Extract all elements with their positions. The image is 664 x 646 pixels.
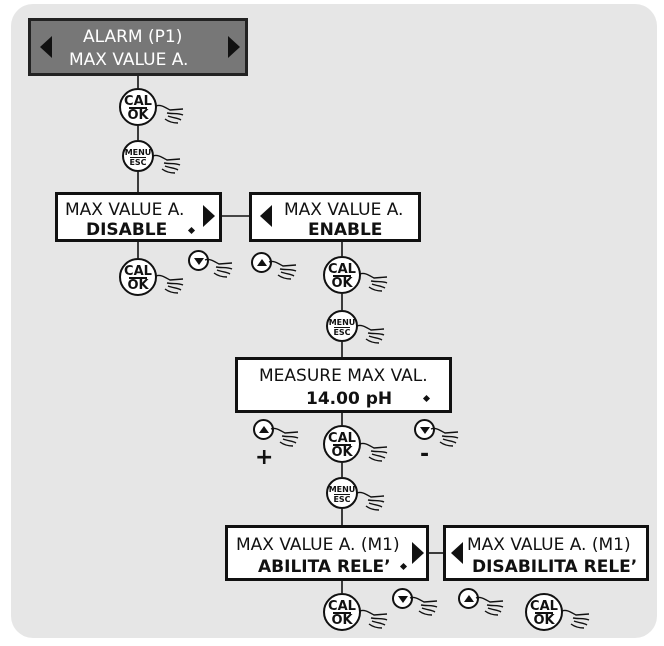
menu-esc-key[interactable]: MENU ESC <box>122 140 154 172</box>
down-arrow-key[interactable] <box>392 588 413 609</box>
down-arrow-icon <box>194 258 204 265</box>
ok-label: OK <box>127 108 149 123</box>
enable-screen: MAX VALUE A. ENABLE <box>249 192 421 242</box>
right-arrow-icon <box>203 205 215 227</box>
cal-ok-key[interactable]: CAL OK <box>119 88 157 126</box>
right-arrow-icon <box>228 36 240 58</box>
key-divider <box>333 444 351 446</box>
minus-sign: - <box>420 442 430 467</box>
key-divider <box>129 107 147 109</box>
down-arrow-icon <box>398 596 408 603</box>
up-arrow-icon <box>464 595 474 602</box>
cal-label: CAL <box>328 431 356 446</box>
pressing-hand-icon <box>204 258 233 278</box>
disabilita-screen-line2: DISABILITA RELE’ <box>472 557 638 577</box>
abilita-screen-line2: ABILITA RELE’ <box>258 557 391 577</box>
enable-screen-line1: MAX VALUE A. <box>284 200 404 220</box>
pressing-hand-icon <box>155 274 184 294</box>
ok-label: OK <box>331 276 353 291</box>
cal-label: CAL <box>530 599 558 614</box>
up-arrow-key[interactable] <box>458 588 479 609</box>
ok-label: OK <box>533 613 555 628</box>
key-divider <box>333 275 351 277</box>
pressing-hand-icon <box>356 324 385 344</box>
key-divider <box>333 612 351 614</box>
cursor-dot-icon <box>422 394 431 403</box>
key-divider <box>129 277 147 279</box>
pressing-hand-icon <box>359 609 388 629</box>
menu-esc-key[interactable]: MENU ESC <box>326 310 358 342</box>
alarm-screen-line2: MAX VALUE A. <box>69 50 189 70</box>
enable-screen-line2: ENABLE <box>308 220 383 240</box>
down-arrow-icon <box>420 427 430 434</box>
cal-ok-key[interactable]: CAL OK <box>323 593 361 631</box>
disabilita-rele-screen: MAX VALUE A. (M1) DISABILITA RELE’ <box>443 525 649 581</box>
abilita-screen-line1: MAX VALUE A. (M1) <box>236 535 400 555</box>
cal-ok-key[interactable]: CAL OK <box>525 593 563 631</box>
up-arrow-icon <box>259 426 269 433</box>
pressing-hand-icon <box>356 491 385 511</box>
up-arrow-key[interactable] <box>253 419 274 440</box>
measure-screen-line2: 14.00 pH <box>306 389 393 409</box>
pressing-hand-icon <box>359 442 388 462</box>
measure-screen-line1: MEASURE MAX VAL. <box>259 366 428 386</box>
disable-screen: MAX VALUE A. DISABLE <box>55 192 222 242</box>
measure-screen: MEASURE MAX VAL. 14.00 pH <box>235 357 452 413</box>
disable-screen-line2: DISABLE <box>86 220 168 240</box>
cal-ok-key[interactable]: CAL OK <box>323 256 361 294</box>
pressing-hand-icon <box>359 272 388 292</box>
abilita-rele-screen: MAX VALUE A. (M1) ABILITA RELE’ <box>225 525 429 581</box>
ok-label: OK <box>331 445 353 460</box>
key-divider <box>334 494 350 496</box>
cal-label: CAL <box>124 94 152 109</box>
menu-esc-key[interactable]: MENU ESC <box>326 477 358 509</box>
esc-label: ESC <box>333 495 351 504</box>
menu-label: MENU <box>124 148 152 157</box>
up-arrow-key[interactable] <box>251 252 272 273</box>
pressing-hand-icon <box>409 596 438 616</box>
cursor-dot-icon <box>187 226 196 235</box>
pressing-hand-icon <box>152 154 181 174</box>
cal-label: CAL <box>124 264 152 279</box>
left-arrow-icon <box>40 36 52 58</box>
disable-screen-line1: MAX VALUE A. <box>65 200 185 220</box>
cal-label: CAL <box>328 262 356 277</box>
menu-label: MENU <box>328 318 356 327</box>
ok-label: OK <box>331 613 353 628</box>
disabilita-screen-line1: MAX VALUE A. (M1) <box>467 535 631 555</box>
pressing-hand-icon <box>475 596 504 616</box>
cal-label: CAL <box>328 599 356 614</box>
right-arrow-icon <box>412 542 424 564</box>
alarm-screen-line1: ALARM (P1) <box>83 27 183 47</box>
left-arrow-icon <box>451 542 463 564</box>
plus-sign: + <box>255 445 274 470</box>
cal-ok-key[interactable]: CAL OK <box>119 258 157 296</box>
key-divider <box>130 157 146 159</box>
pressing-hand-icon <box>430 427 459 447</box>
menu-label: MENU <box>328 485 356 494</box>
left-arrow-icon <box>260 205 272 227</box>
cal-ok-key[interactable]: CAL OK <box>323 425 361 463</box>
pressing-hand-icon <box>561 609 590 629</box>
down-arrow-key[interactable] <box>188 250 209 271</box>
key-divider <box>334 327 350 329</box>
key-divider <box>535 612 553 614</box>
up-arrow-icon <box>257 259 267 266</box>
pressing-hand-icon <box>268 260 297 280</box>
pressing-hand-icon <box>270 427 299 447</box>
esc-label: ESC <box>129 158 147 167</box>
pressing-hand-icon <box>155 104 184 124</box>
esc-label: ESC <box>333 328 351 337</box>
cursor-dot-icon <box>399 562 408 571</box>
ok-label: OK <box>127 278 149 293</box>
alarm-screen: ALARM (P1) MAX VALUE A. <box>28 18 248 76</box>
down-arrow-key[interactable] <box>414 419 435 440</box>
